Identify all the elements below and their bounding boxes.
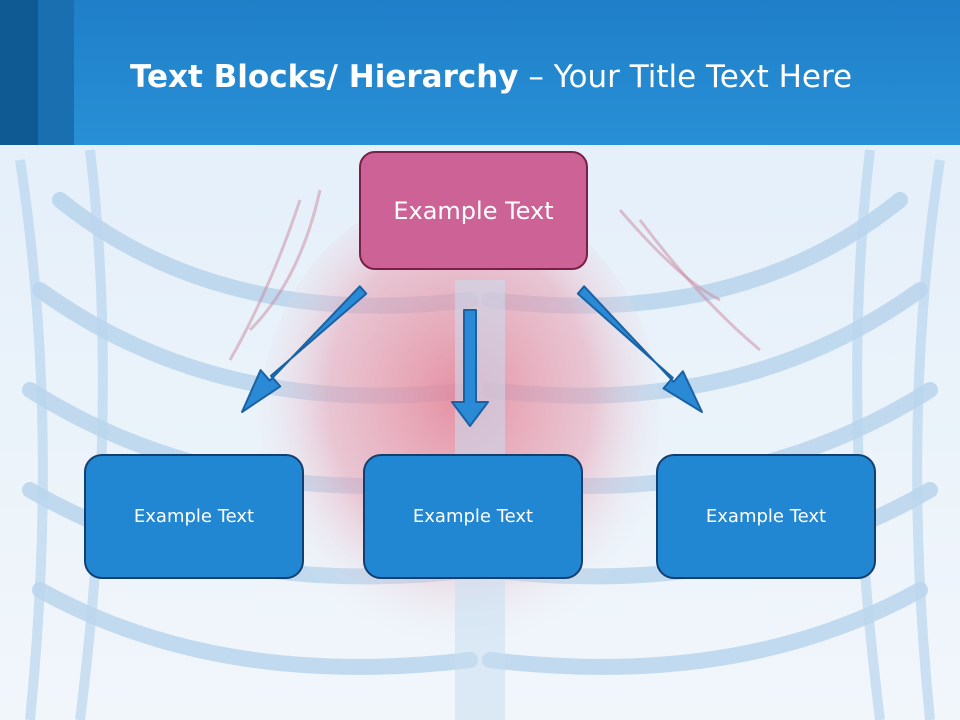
child-box-label: Example Text xyxy=(412,506,534,527)
title-bar xyxy=(0,0,960,145)
header-accent-strip xyxy=(38,0,74,145)
child-box-left: Example Text xyxy=(84,454,304,579)
header-accent-strip xyxy=(0,0,38,145)
child-box-right: Example Text xyxy=(656,454,876,579)
title-bold: Text Blocks/ Hierarchy xyxy=(130,59,519,95)
child-box-center: Example Text xyxy=(363,454,583,579)
child-box-label: Example Text xyxy=(705,506,827,527)
title-rest: – Your Title Text Here xyxy=(518,59,853,95)
top-level-box-label: Example Text xyxy=(393,196,554,225)
top-level-box: Example Text xyxy=(359,151,588,270)
slide-title: Text Blocks/ Hierarchy – Your Title Text… xyxy=(130,52,930,102)
child-box-label: Example Text xyxy=(133,506,255,527)
